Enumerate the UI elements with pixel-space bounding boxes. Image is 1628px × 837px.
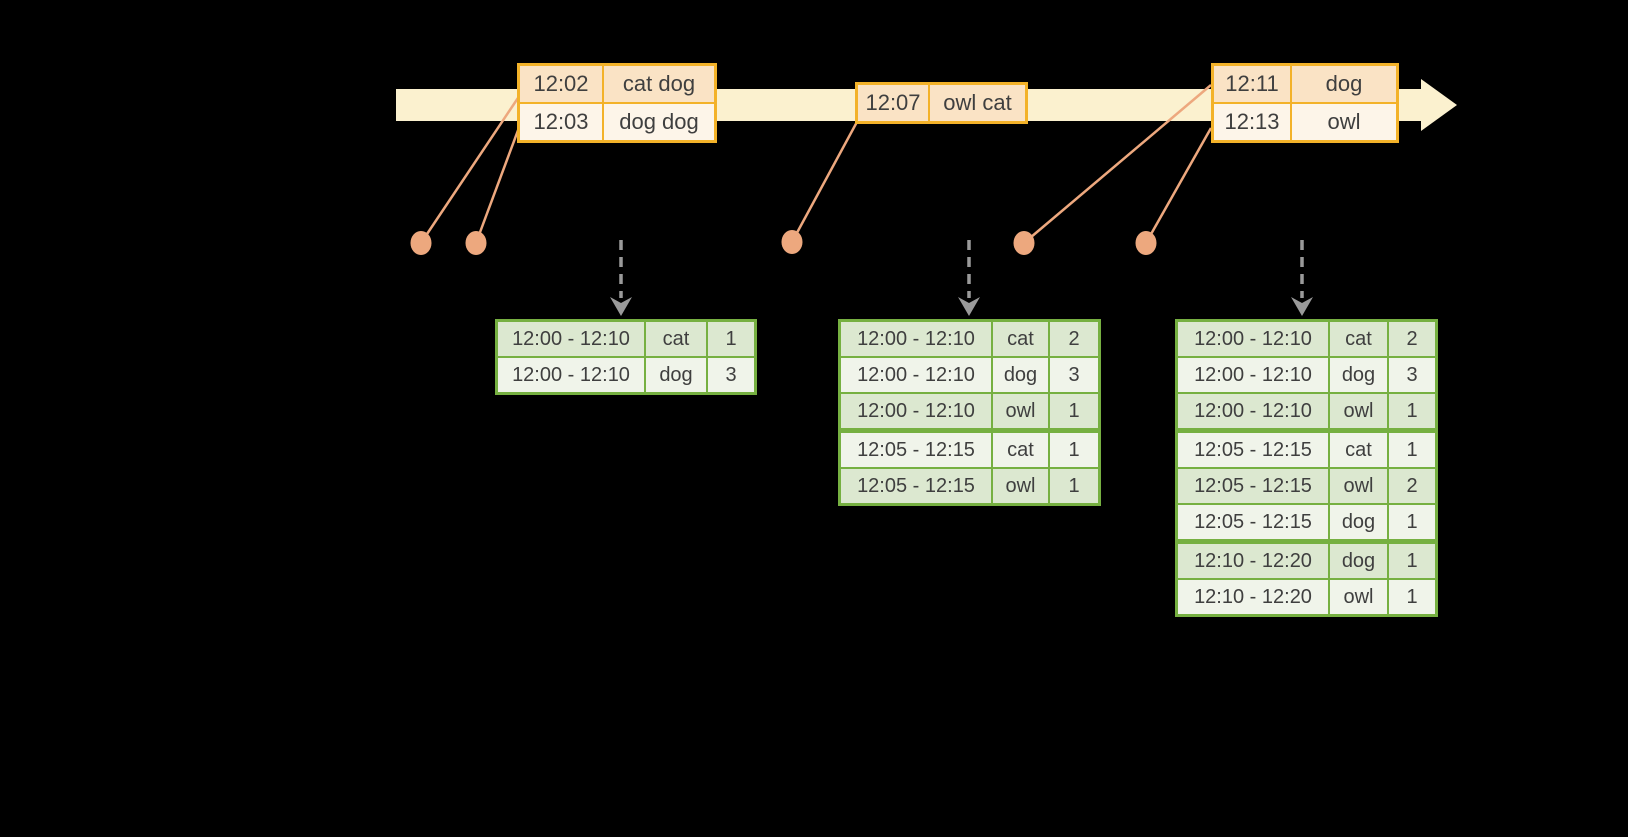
- connector-line: [1144, 127, 1213, 244]
- trigger-arrows: [610, 240, 1313, 316]
- result-count-cell: 1: [1387, 394, 1435, 428]
- result-count-cell: 3: [706, 358, 754, 392]
- down-arrow-icon: [610, 297, 632, 316]
- result-count-cell: 2: [1387, 469, 1435, 503]
- event-time-cell: 12:02: [520, 66, 602, 102]
- result-window-cell: 12:05 - 12:15: [841, 433, 991, 467]
- result-count-cell: 3: [1387, 358, 1435, 392]
- event-connector-lines: [419, 84, 1213, 244]
- event-time-cell: 12:13: [1214, 104, 1290, 140]
- connector-line: [474, 124, 522, 244]
- result-window-cell: 12:00 - 12:10: [498, 322, 644, 356]
- result-word-cell: dog: [644, 358, 706, 392]
- connector-line: [790, 119, 860, 243]
- connector-line: [419, 91, 524, 244]
- result-count-cell: 1: [1048, 433, 1098, 467]
- result-window-cell: 12:05 - 12:15: [1178, 469, 1328, 503]
- result-window-cell: 12:05 - 12:15: [841, 469, 991, 503]
- result-count-cell: 1: [1387, 505, 1435, 539]
- result-count-cell: 1: [1048, 394, 1098, 428]
- connector-line: [1023, 84, 1212, 244]
- result-word-cell: dog: [1328, 505, 1387, 539]
- event-dot: [781, 230, 803, 254]
- result-word-cell: cat: [991, 433, 1048, 467]
- result-word-cell: owl: [1328, 580, 1387, 614]
- result-word-cell: cat: [1328, 433, 1387, 467]
- event-words-cell: owl cat: [928, 85, 1025, 121]
- result-word-cell: owl: [991, 469, 1048, 503]
- event-time-cell: 12:07: [858, 85, 928, 121]
- event-dots: [410, 230, 1157, 255]
- event-words-cell: owl: [1290, 104, 1396, 140]
- result-word-cell: dog: [1328, 544, 1387, 578]
- result-window-cell: 12:10 - 12:20: [1178, 580, 1328, 614]
- event-words-cell: dog dog: [602, 104, 714, 140]
- event-dot: [1013, 231, 1035, 255]
- result-word-cell: owl: [1328, 469, 1387, 503]
- event-time-cell: 12:03: [520, 104, 602, 140]
- result-window-cell: 12:10 - 12:20: [1178, 544, 1328, 578]
- result-window-cell: 12:00 - 12:10: [841, 394, 991, 428]
- result-window-cell: 12:00 - 12:10: [841, 358, 991, 392]
- result-window-cell: 12:00 - 12:10: [498, 358, 644, 392]
- result-window-cell: 12:00 - 12:10: [841, 322, 991, 356]
- result-word-cell: cat: [644, 322, 706, 356]
- result-word-cell: owl: [991, 394, 1048, 428]
- result-count-cell: 2: [1048, 322, 1098, 356]
- result-word-cell: cat: [1328, 322, 1387, 356]
- result-count-cell: 1: [706, 322, 754, 356]
- event-words-cell: dog: [1290, 66, 1396, 102]
- event-time-cell: 12:11: [1214, 66, 1290, 102]
- result-window-cell: 12:05 - 12:15: [1178, 433, 1328, 467]
- result-window-cell: 12:00 - 12:10: [1178, 358, 1328, 392]
- result-count-cell: 1: [1387, 433, 1435, 467]
- result-word-cell: dog: [991, 358, 1048, 392]
- event-words-cell: cat dog: [602, 66, 714, 102]
- event-dot: [465, 231, 487, 255]
- result-count-cell: 1: [1387, 580, 1435, 614]
- timeline-arrowhead-icon: [1421, 79, 1457, 131]
- result-count-cell: 1: [1048, 469, 1098, 503]
- result-word-cell: owl: [1328, 394, 1387, 428]
- result-count-cell: 1: [1387, 544, 1435, 578]
- down-arrow-icon: [1291, 297, 1313, 316]
- result-word-cell: cat: [991, 322, 1048, 356]
- result-count-cell: 2: [1387, 322, 1435, 356]
- event-dot: [1135, 231, 1157, 255]
- result-window-cell: 12:05 - 12:15: [1178, 505, 1328, 539]
- result-word-cell: dog: [1328, 358, 1387, 392]
- event-dot: [410, 231, 432, 255]
- result-count-cell: 3: [1048, 358, 1098, 392]
- result-window-cell: 12:00 - 12:10: [1178, 322, 1328, 356]
- down-arrow-icon: [958, 297, 980, 316]
- result-window-cell: 12:00 - 12:10: [1178, 394, 1328, 428]
